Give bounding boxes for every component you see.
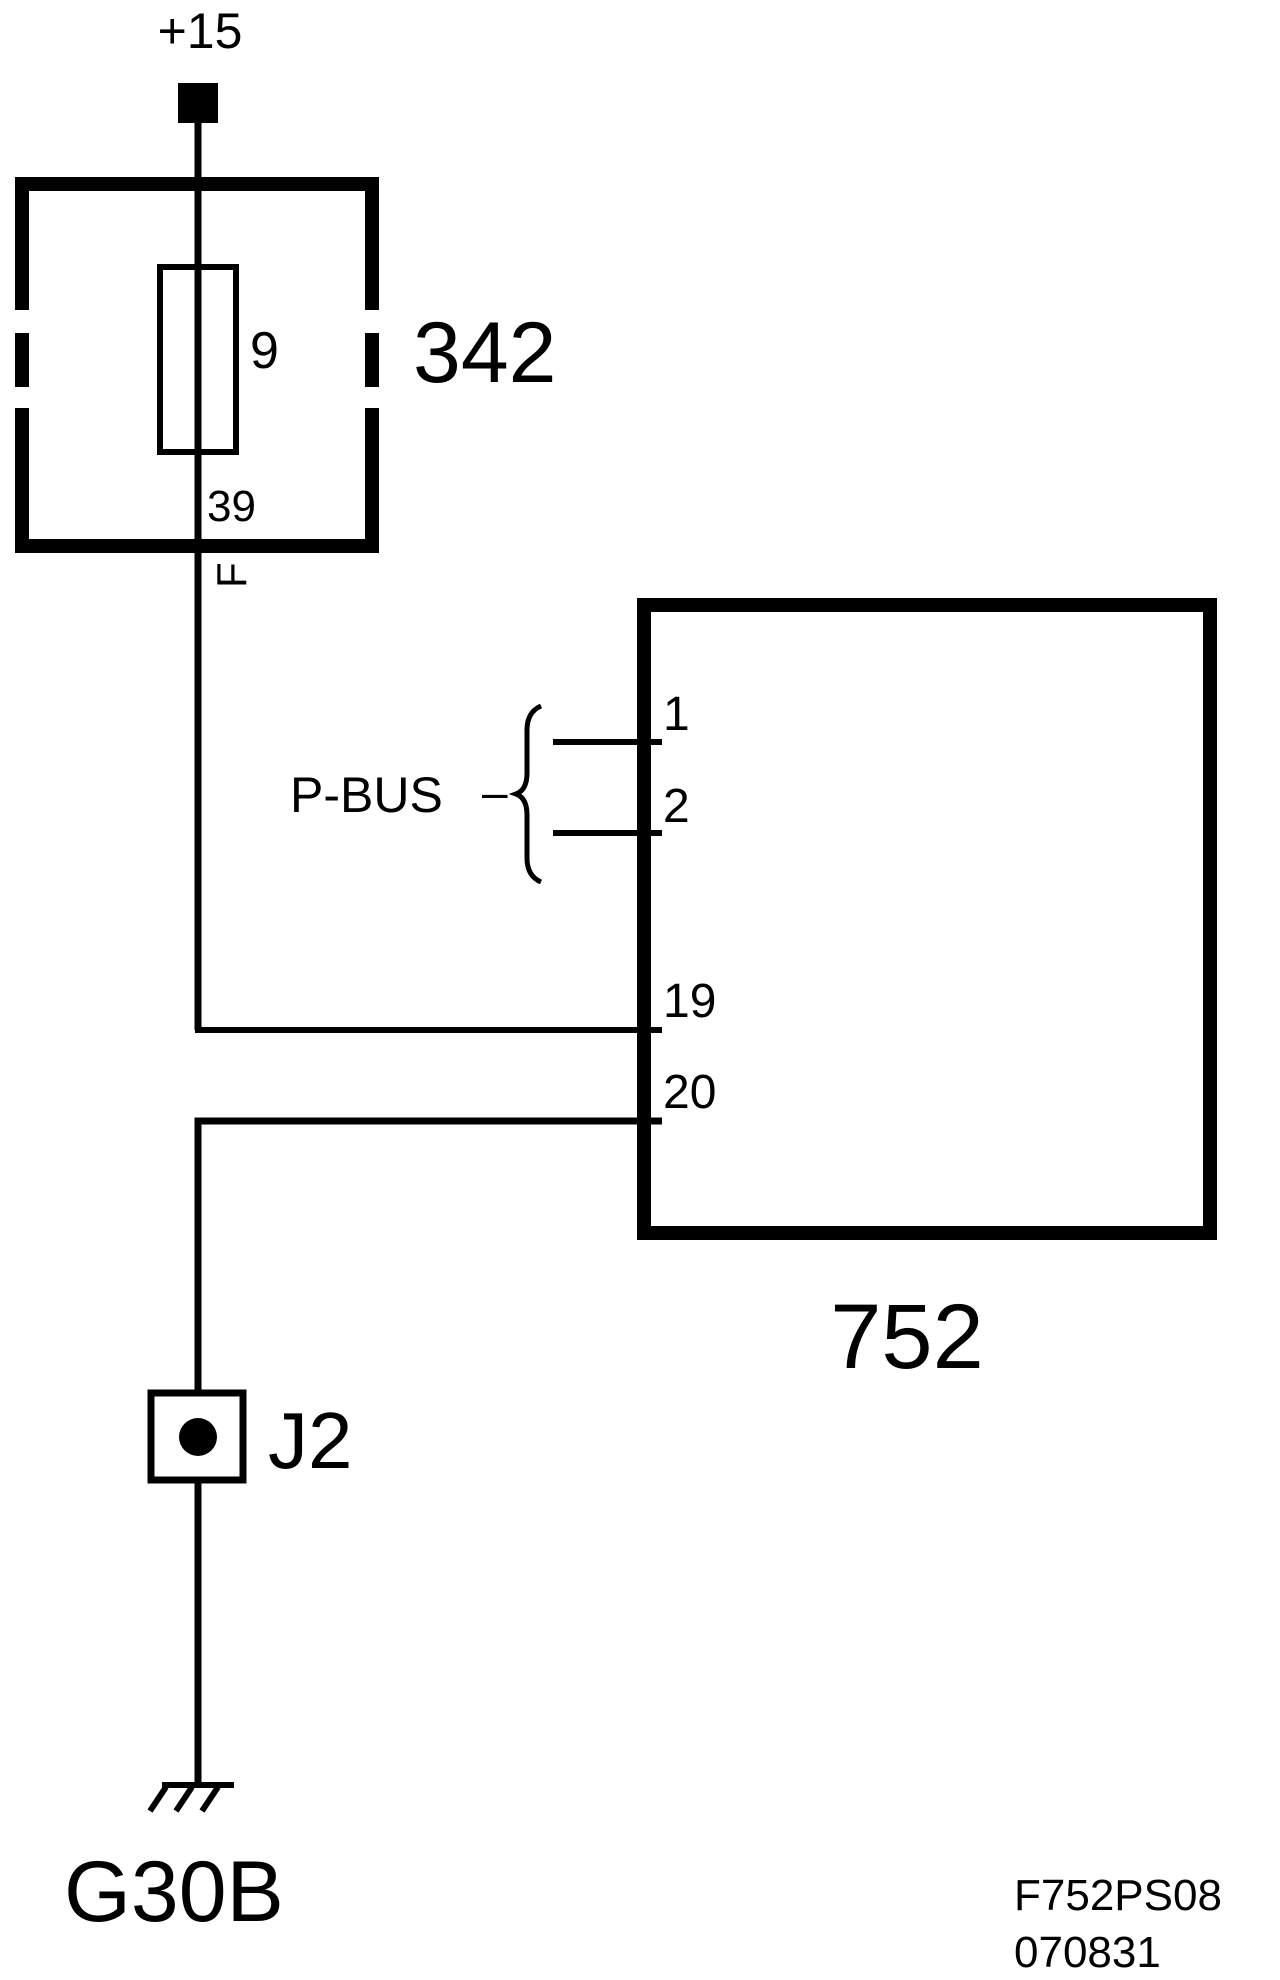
supply-terminal bbox=[178, 83, 218, 123]
ground-label: G30B bbox=[64, 1844, 284, 1940]
pin-1-label: 1 bbox=[663, 688, 690, 741]
fuse-9 bbox=[157, 264, 239, 455]
fuse-connector: F bbox=[208, 562, 255, 588]
footer-date: 070831 bbox=[1014, 1928, 1161, 1977]
control-module-752 bbox=[637, 598, 1217, 1240]
fuse-box-id: 342 bbox=[413, 305, 557, 401]
fuse-number: 9 bbox=[250, 322, 279, 380]
bus-label-dash: – bbox=[482, 766, 508, 818]
ground-wire bbox=[194, 1117, 662, 1785]
bus-label: P-BUS bbox=[290, 767, 443, 823]
fuse-box-342 bbox=[15, 177, 379, 553]
supply-label: +15 bbox=[158, 3, 243, 59]
footer-code: F752PS08 bbox=[1014, 1871, 1222, 1920]
fuse-terminal: 39 bbox=[207, 482, 256, 531]
pin-20-label: 20 bbox=[663, 1066, 716, 1119]
ground-symbol bbox=[147, 1782, 234, 1813]
control-module-id: 752 bbox=[830, 1286, 984, 1388]
pin-2-label: 2 bbox=[663, 780, 690, 833]
bus-brace bbox=[508, 703, 543, 885]
splice-label: J2 bbox=[268, 1396, 353, 1485]
pin-19-label: 19 bbox=[663, 975, 716, 1028]
splice-dot bbox=[179, 1418, 217, 1456]
